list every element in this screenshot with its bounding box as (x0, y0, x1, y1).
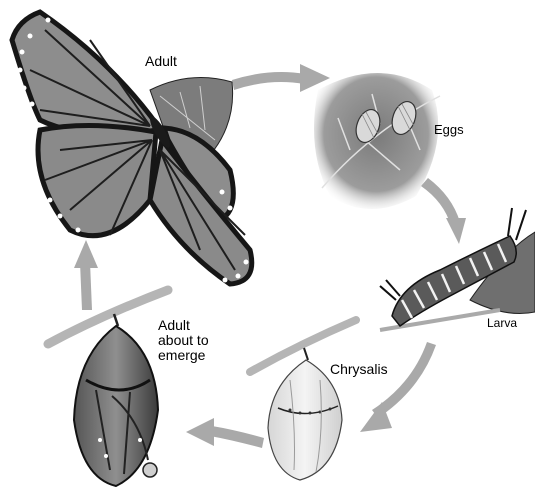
eggs-illustration (314, 73, 440, 209)
chrysalis-shell (268, 360, 342, 480)
label-adult: Adult (145, 54, 177, 69)
label-chrysalis: Chrysalis (330, 362, 388, 377)
arrow-chrysalis-to-emerge (186, 418, 264, 448)
chrysalis-illustration (250, 320, 356, 480)
label-adult-about-to-emerge: Adult about to emerge (158, 318, 209, 363)
eggs-leaf (314, 73, 438, 209)
arrow-adult-to-eggs (232, 64, 330, 92)
adult-butterfly-illustration (12, 12, 252, 284)
arrow-eggs-to-larva (421, 178, 466, 244)
label-larva: Larva (487, 316, 517, 331)
label-eggs: Eggs (434, 122, 464, 137)
emerge-chrysalis (74, 326, 158, 486)
arrow-larva-to-chrysalis (360, 342, 436, 432)
arrow-emerge-to-adult (74, 240, 98, 310)
emerging-adult-illustration (48, 290, 168, 486)
